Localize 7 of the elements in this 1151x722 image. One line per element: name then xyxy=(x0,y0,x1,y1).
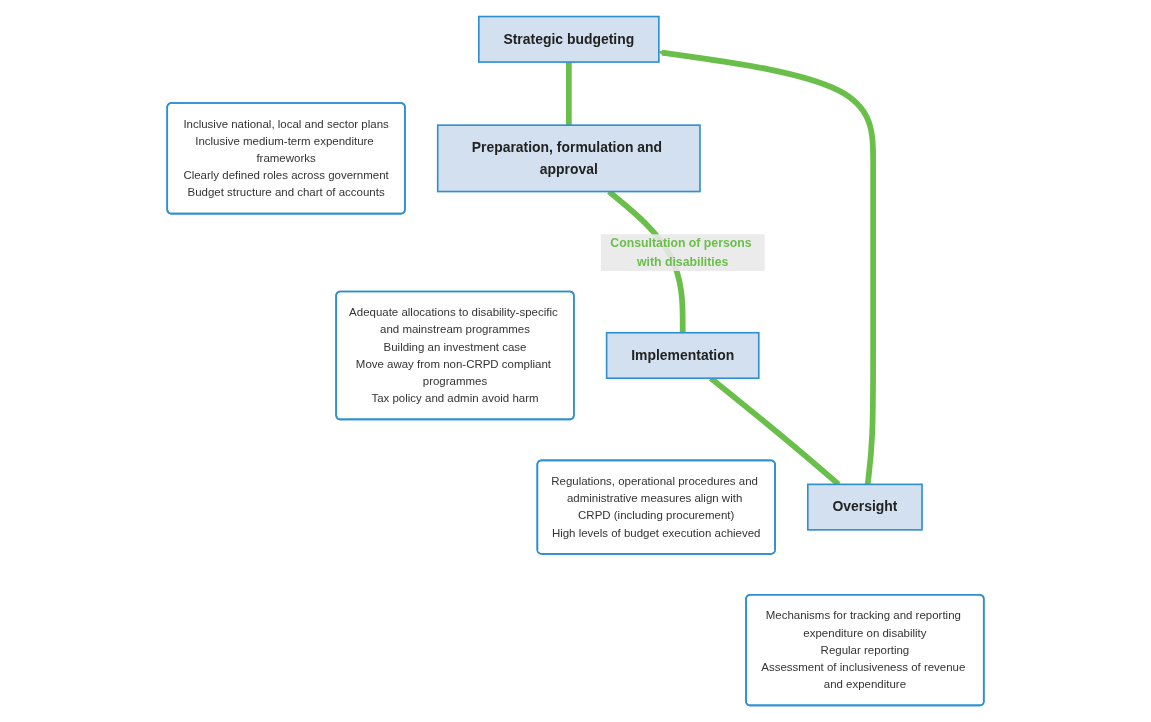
node-box: Oversight xyxy=(807,483,923,531)
node-box: Implementation xyxy=(605,331,760,380)
connector xyxy=(565,62,572,126)
node-box: Preparation, formulation and approval xyxy=(436,124,701,193)
arrow xyxy=(658,49,876,485)
edge-label: Consultation of persons with disabilities xyxy=(610,235,752,269)
node-box: Strategic budgeting xyxy=(478,15,660,63)
